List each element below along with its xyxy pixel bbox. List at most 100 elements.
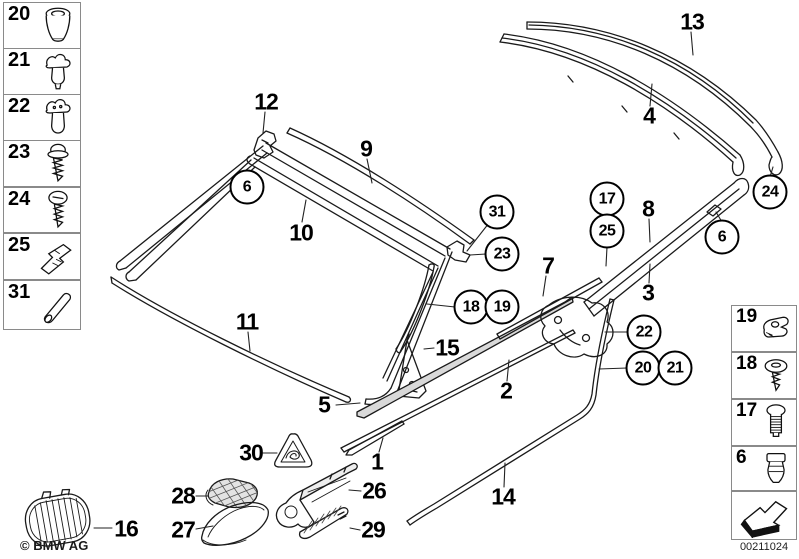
- handle-trim-drawing: [275, 462, 358, 528]
- expanding-clip-icon: [766, 452, 786, 484]
- part-number-text: 29: [361, 516, 386, 543]
- legend-item-20[interactable]: 20: [3, 2, 81, 49]
- legend-number: 20: [8, 3, 31, 25]
- legend-item-19[interactable]: 19: [731, 305, 797, 352]
- windshield-frame-trim-drawing: [115, 142, 451, 282]
- quarter-window-trim-drawing: [496, 177, 750, 358]
- legend-number: 25: [8, 234, 31, 256]
- part-number-label[interactable]: 26: [362, 477, 387, 505]
- part-number-text: 11: [235, 308, 259, 335]
- part-number-label[interactable]: 13: [680, 8, 705, 36]
- legend-number: 6: [736, 447, 747, 468]
- legend-item-17[interactable]: 17: [731, 399, 797, 446]
- sheet-metal-clip-icon: [763, 316, 789, 338]
- ribbed-rivet-icon: [766, 404, 786, 438]
- fastener-number-badge[interactable]: 31: [479, 194, 515, 230]
- legend-number: 31: [8, 281, 31, 303]
- upper-moulding-strip-drawing: [286, 127, 475, 245]
- part-number-label[interactable]: 10: [289, 219, 314, 247]
- part-number-label[interactable]: 4: [643, 102, 656, 130]
- part-number-label[interactable]: 12: [254, 88, 279, 116]
- fastener-number-text: 20: [634, 359, 652, 376]
- fastener-number-badge[interactable]: 6: [229, 169, 265, 205]
- fastener-number-badge[interactable]: 22: [626, 314, 662, 350]
- legend-item-18[interactable]: 18: [731, 352, 797, 399]
- fastener-number-text: 21: [666, 359, 684, 376]
- part-number-label[interactable]: 5: [318, 391, 331, 419]
- expanding-rivet-icon: [45, 53, 71, 90]
- part-number-text: 4: [643, 102, 656, 129]
- part-number-label[interactable]: 3: [642, 280, 655, 307]
- washer-head-screw-icon: [764, 359, 788, 392]
- direction-arrow-icon: [740, 500, 788, 538]
- part-number-label[interactable]: 8: [642, 196, 655, 223]
- legend-item-21[interactable]: 21: [3, 48, 81, 95]
- grommet-plug-icon: [45, 7, 71, 42]
- fastener-number-text: 19: [493, 298, 511, 315]
- part-number-label[interactable]: 27: [171, 516, 196, 544]
- beltline-trim-strips-drawing: [340, 296, 576, 456]
- part-number-text: 9: [360, 135, 373, 162]
- door-weatherstrip-drawing: [406, 298, 615, 526]
- fastener-number-badge[interactable]: 17: [589, 181, 625, 217]
- folding-top-trim-bands-drawing: [499, 21, 783, 177]
- part-number-text: 13: [680, 8, 705, 35]
- part-number-label[interactable]: 7: [542, 253, 555, 280]
- hatched-strip-drawing: [298, 505, 349, 539]
- fastener-number-badge[interactable]: 19: [484, 289, 520, 325]
- part-number-label[interactable]: 14: [491, 484, 516, 511]
- part-number-label[interactable]: 16: [114, 515, 139, 543]
- legend-item-31[interactable]: 31: [3, 280, 81, 330]
- part-number-label[interactable]: 11: [235, 308, 259, 336]
- part-number-text: 2: [500, 377, 513, 404]
- part-number-label[interactable]: 9: [360, 135, 373, 163]
- view-direction-box[interactable]: [731, 491, 797, 540]
- legend-number: 23: [8, 141, 31, 163]
- part-number-text: 5: [318, 391, 331, 418]
- drawing-number: 00211024: [739, 541, 789, 553]
- fastener-number-badge[interactable]: 23: [484, 236, 520, 272]
- part-number-text: 15: [435, 334, 460, 361]
- part-number-text: 16: [114, 515, 139, 542]
- part-number-text: 30: [239, 439, 264, 466]
- leader-lines: [93, 31, 774, 531]
- part-number-text: 12: [254, 88, 279, 115]
- part-number-text: 28: [171, 482, 196, 509]
- legend-item-6[interactable]: 6: [731, 446, 797, 491]
- part-number-label[interactable]: 15: [435, 334, 460, 362]
- part-number-label[interactable]: 29: [361, 516, 386, 544]
- part-number-label[interactable]: 1: [371, 448, 384, 476]
- part-number-text: 10: [289, 219, 314, 246]
- legend-item-25[interactable]: 25: [3, 233, 81, 280]
- copyright-text: © BMW AG: [20, 538, 89, 553]
- a-pillar-corner-piece-drawing: [446, 240, 471, 263]
- legend-number: 22: [8, 95, 31, 117]
- part-number-text: 26: [362, 477, 387, 504]
- part-number-label[interactable]: 30: [239, 439, 264, 467]
- fastener-number-badge[interactable]: 18: [453, 289, 489, 325]
- fastener-number-badge[interactable]: 20: [625, 350, 661, 386]
- part-number-label[interactable]: 28: [171, 482, 196, 510]
- pan-head-screw-icon: [48, 190, 68, 229]
- part-number-text: 1: [371, 448, 384, 475]
- legend-item-22[interactable]: 22: [3, 94, 81, 141]
- fastener-number-badge[interactable]: 21: [657, 350, 693, 386]
- fastener-number-badge[interactable]: 6: [704, 219, 740, 255]
- a-pillar-trim-drawing: [364, 251, 453, 406]
- fastener-number-badge[interactable]: 24: [752, 174, 788, 210]
- fastener-number-text: 6: [717, 228, 727, 245]
- fastener-number-text: 17: [598, 190, 616, 207]
- kidney-grille-drawing: [24, 488, 91, 547]
- screw-with-washer-icon: [47, 143, 69, 183]
- fastener-number-text: 18: [462, 298, 480, 315]
- windshield-corner-piece-drawing: [253, 130, 277, 159]
- fastener-number-badge[interactable]: 25: [589, 213, 625, 249]
- mesh-insert-drawing: [205, 478, 258, 509]
- legend-item-24[interactable]: 24: [3, 187, 81, 233]
- part-number-label[interactable]: 2: [500, 377, 513, 405]
- part-number-text: 27: [171, 516, 196, 543]
- legend-item-23[interactable]: 23: [3, 140, 81, 187]
- expanding-rivet-icon: [45, 99, 71, 134]
- legend-number: 24: [8, 188, 31, 210]
